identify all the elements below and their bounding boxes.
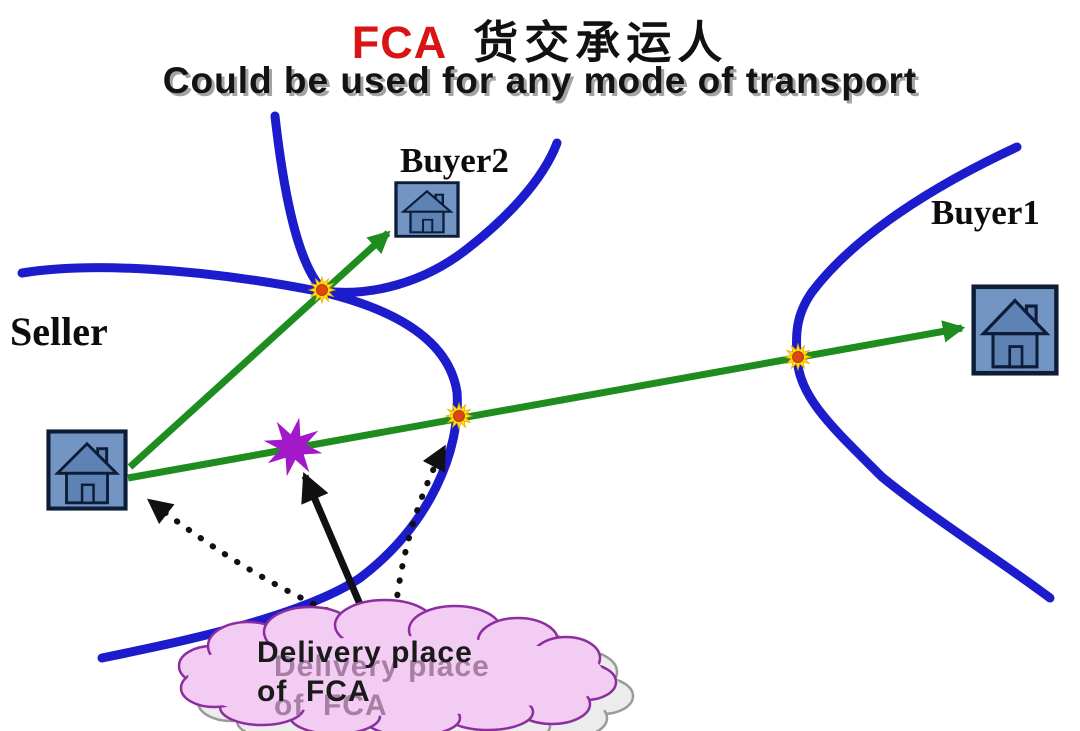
title-incoterm-code: FCA: [351, 17, 448, 68]
cloud-text-line1: Delivery place: [257, 636, 473, 669]
delivery-marker-icon-buyer1-route: [784, 343, 812, 371]
delivery-marker-icon-mid-route: [445, 402, 473, 430]
cloud-text-shadow-line1: Delivery place: [274, 650, 490, 683]
route-curve-top-left: [270, 111, 562, 297]
buyer1-label: Buyer1: [931, 193, 1040, 232]
buyer2-label: Buyer2: [400, 141, 509, 180]
page-subtitle: Could be used for any mode of transport: [162, 60, 918, 101]
cloud-text-shadow-line2: of FCA: [274, 689, 388, 722]
title-chinese: 货交承运人: [473, 18, 729, 68]
arrow-seller-to-buyer1: [127, 320, 966, 482]
arrow-seller-to-buyer2: [127, 230, 391, 470]
page-title: FCA 货交承运人: [0, 6, 1080, 71]
seller-house-icon: [48, 431, 125, 508]
buyer1-house-icon: [974, 287, 1057, 373]
buyer2-house-icon: [394, 181, 460, 238]
seller-label: Seller: [10, 309, 108, 354]
cloud-text-line2: of FCA: [257, 675, 371, 708]
fca-delivery-star-icon: [263, 417, 323, 477]
